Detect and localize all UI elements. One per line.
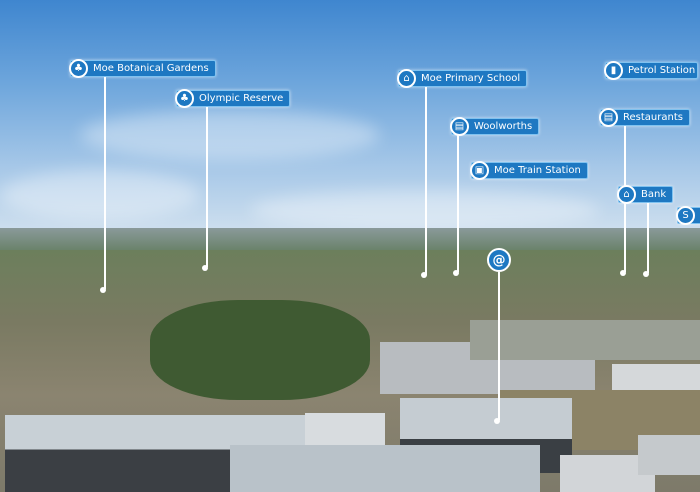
- label-moe-primary-school[interactable]: ⌂ Moe Primary School: [397, 69, 528, 88]
- label-restaurants[interactable]: ▤ Restaurants: [599, 108, 690, 127]
- label-partial[interactable]: S: [676, 206, 700, 225]
- location-dot: [202, 265, 208, 271]
- location-dot: [100, 287, 106, 293]
- train-icon: ▣: [470, 161, 489, 180]
- leader-line: [647, 203, 649, 273]
- label-petrol-station[interactable]: ▮ Petrol Station: [604, 61, 699, 80]
- shop-icon: ▤: [599, 108, 618, 127]
- bank-icon: ⌂: [617, 185, 636, 204]
- at-icon[interactable]: @: [487, 248, 511, 272]
- cloud: [0, 170, 200, 220]
- trees: [150, 300, 370, 400]
- pin-symbol: @: [492, 252, 506, 268]
- label-text: Moe Primary School: [421, 73, 521, 84]
- label-moe-train-station[interactable]: ▣ Moe Train Station: [470, 161, 588, 180]
- car-park: [470, 320, 700, 360]
- cloud: [80, 110, 380, 160]
- label-text: Bank: [641, 189, 667, 200]
- location-dot: [494, 418, 500, 424]
- leader-line: [206, 107, 208, 267]
- leader-line: [457, 135, 459, 272]
- location-dot: [421, 272, 427, 278]
- label-text: Moe Botanical Gardens: [93, 63, 209, 74]
- fuel-pump-icon: ▮: [604, 61, 623, 80]
- school-icon: ⌂: [397, 69, 416, 88]
- building: [638, 435, 700, 475]
- leader-line: [498, 272, 500, 420]
- label-text: Olympic Reserve: [199, 93, 284, 104]
- label-olympic-reserve[interactable]: ♣ Olympic Reserve: [175, 89, 291, 108]
- label-text: Petrol Station: [628, 65, 696, 76]
- label-text: Restaurants: [623, 112, 683, 123]
- road-icon: S: [676, 206, 695, 225]
- location-dot: [620, 270, 626, 276]
- leader-line: [104, 77, 106, 289]
- building: [612, 364, 700, 394]
- leader-line: [425, 87, 427, 275]
- location-dot: [643, 271, 649, 277]
- label-moe-botanical-gardens[interactable]: ♣ Moe Botanical Gardens: [69, 59, 216, 78]
- location-dot: [453, 270, 459, 276]
- label-text: Woolworths: [474, 121, 533, 132]
- sky: [0, 0, 700, 240]
- tree-icon: ♣: [175, 89, 194, 108]
- label-bank[interactable]: ⌂ Bank: [617, 185, 674, 204]
- label-text: Moe Train Station: [494, 165, 581, 176]
- industrial-units: [230, 445, 540, 492]
- label-woolworths[interactable]: ▤ Woolworths: [450, 117, 540, 136]
- tree-icon: ♣: [69, 59, 88, 78]
- shop-icon: ▤: [450, 117, 469, 136]
